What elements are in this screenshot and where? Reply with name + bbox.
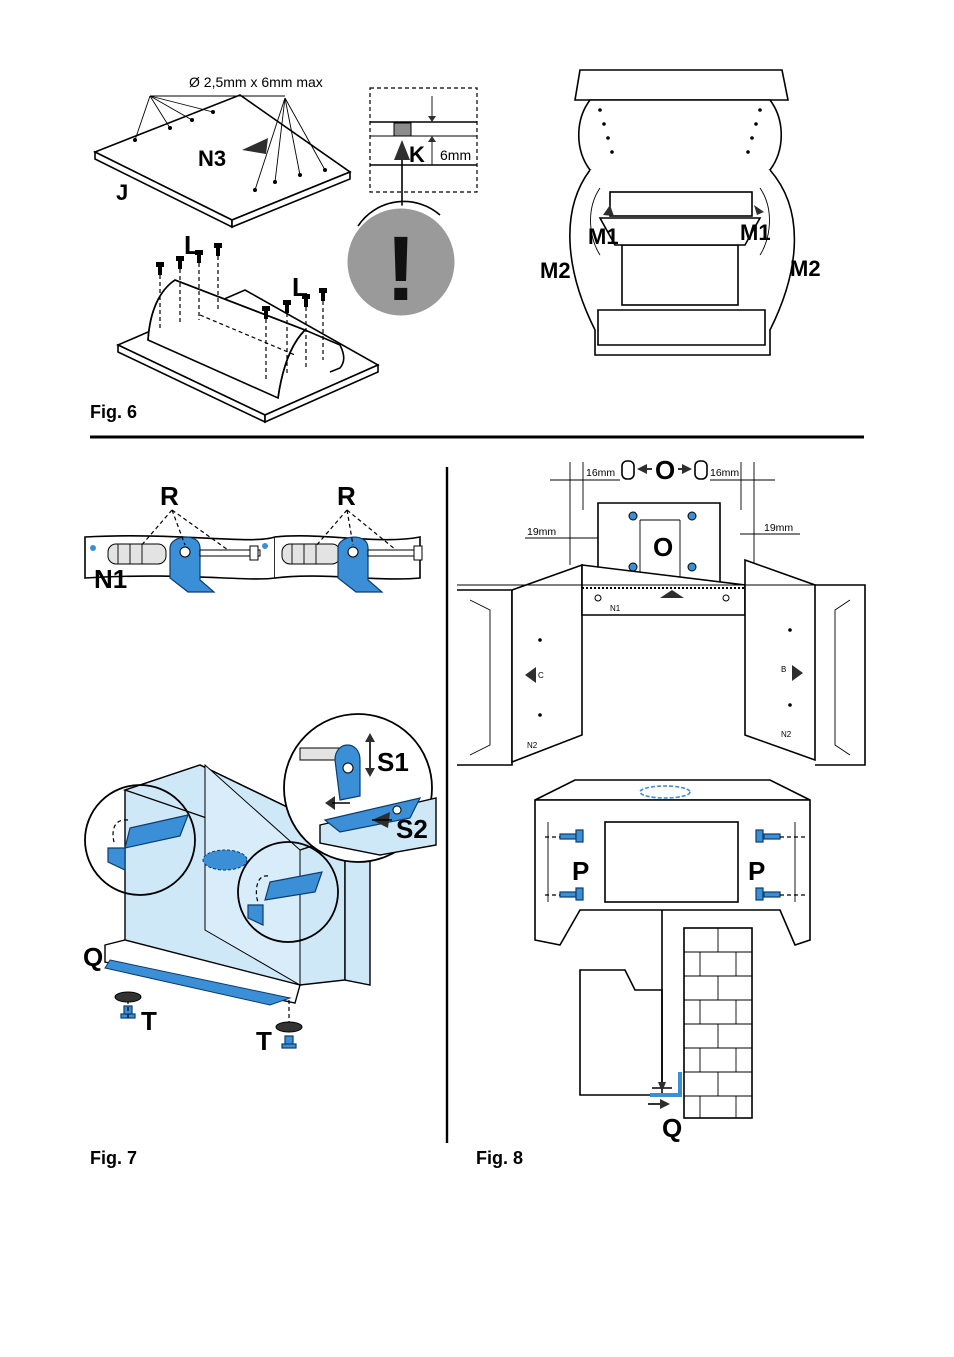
wall-plug-left xyxy=(107,543,167,565)
arrow-n3 xyxy=(242,138,268,154)
dim-19-left: 19mm xyxy=(527,526,556,538)
fig6-caption: Fig. 6 xyxy=(90,402,137,422)
label-n1: N1 xyxy=(94,564,127,594)
depth-label: 6mm xyxy=(440,147,471,163)
hood-window xyxy=(604,821,739,903)
brick-wall xyxy=(683,927,753,1119)
label-l-right: L xyxy=(292,272,308,302)
bracket-o-left xyxy=(621,460,635,480)
arrow-b xyxy=(792,665,803,681)
dim-16-left: 16mm xyxy=(586,467,615,479)
dim-19-right: 19mm xyxy=(764,522,793,534)
detail-box xyxy=(369,87,478,193)
label-q-fig8: Q xyxy=(662,1113,682,1143)
washer-t-left xyxy=(114,991,142,1003)
label-m1-left: M1 xyxy=(588,224,619,249)
warning-circle xyxy=(344,205,458,319)
label-m2-right: M2 xyxy=(790,256,821,281)
label-t-right: T xyxy=(256,1026,272,1056)
fig8-caption: Fig. 8 xyxy=(476,1148,523,1168)
hood-section-profile xyxy=(579,969,663,1096)
wall-plug-right xyxy=(281,543,341,565)
label-o-top: O xyxy=(655,455,675,485)
screws-p xyxy=(545,829,805,901)
label-p-right: P xyxy=(748,856,765,886)
wall-unit-right xyxy=(815,584,866,766)
detail-circle-left xyxy=(84,784,196,896)
label-s1: S1 xyxy=(377,747,409,777)
label-r-left: R xyxy=(160,481,179,511)
bracket-o-right xyxy=(694,460,708,480)
label-j: J xyxy=(116,180,128,205)
label-t-left: T xyxy=(141,1006,157,1036)
arrow-c xyxy=(525,667,536,683)
rail-q-back xyxy=(104,939,301,1004)
label-m2-left: M2 xyxy=(540,258,571,283)
fig7-group: R R N1 Q T T xyxy=(83,481,437,1168)
label-p-left: P xyxy=(572,856,589,886)
label-n2-left: N2 xyxy=(527,741,538,750)
screw-right xyxy=(367,549,419,557)
screw-detail xyxy=(393,122,412,137)
label-r-right: R xyxy=(337,481,356,511)
label-l-left: L xyxy=(184,230,200,260)
fig8-group: O 16mm 16mm 19mm 19mm O N1 xyxy=(457,455,866,1168)
hood-front-lip xyxy=(597,309,766,346)
label-n2-right: N2 xyxy=(781,730,792,739)
vent-hole xyxy=(202,849,248,871)
label-m1-right: M1 xyxy=(740,220,771,245)
detail-circle-mid xyxy=(237,841,339,943)
label-k: K xyxy=(409,142,425,167)
label-b: B xyxy=(781,665,786,674)
label-n1-fig8: N1 xyxy=(610,604,621,613)
panel-j-edge2 xyxy=(231,170,351,229)
rail-q-fig8 xyxy=(650,1072,682,1097)
label-q-fig7: Q xyxy=(83,942,103,972)
cabinet-side-left xyxy=(511,563,583,764)
label-c: C xyxy=(538,671,544,680)
dim-16-right: 16mm xyxy=(710,467,739,479)
hood-top-panel xyxy=(574,69,789,101)
label-s2: S2 xyxy=(396,814,428,844)
hood-inner-box xyxy=(621,244,739,306)
screws-l-group xyxy=(156,243,327,380)
fig7-caption: Fig. 7 xyxy=(90,1148,137,1168)
screw-spec-label: Ø 2,5mm x 6mm max xyxy=(189,74,323,90)
rail-q xyxy=(104,959,292,1006)
screw-leaders xyxy=(134,95,326,191)
washer-t-right xyxy=(275,1021,303,1033)
screw-left xyxy=(199,549,261,557)
label-o-mid: O xyxy=(653,532,673,562)
wall-unit-left xyxy=(457,589,513,766)
label-n3: N3 xyxy=(198,146,226,171)
warning-icon: ! xyxy=(386,218,417,320)
fig6-group: Ø 2,5mm x 6mm max N3 J 6mm K ! xyxy=(90,69,821,424)
cabinet-side-right xyxy=(744,558,816,762)
hood-rail xyxy=(609,191,753,217)
arrow-k xyxy=(394,140,410,160)
